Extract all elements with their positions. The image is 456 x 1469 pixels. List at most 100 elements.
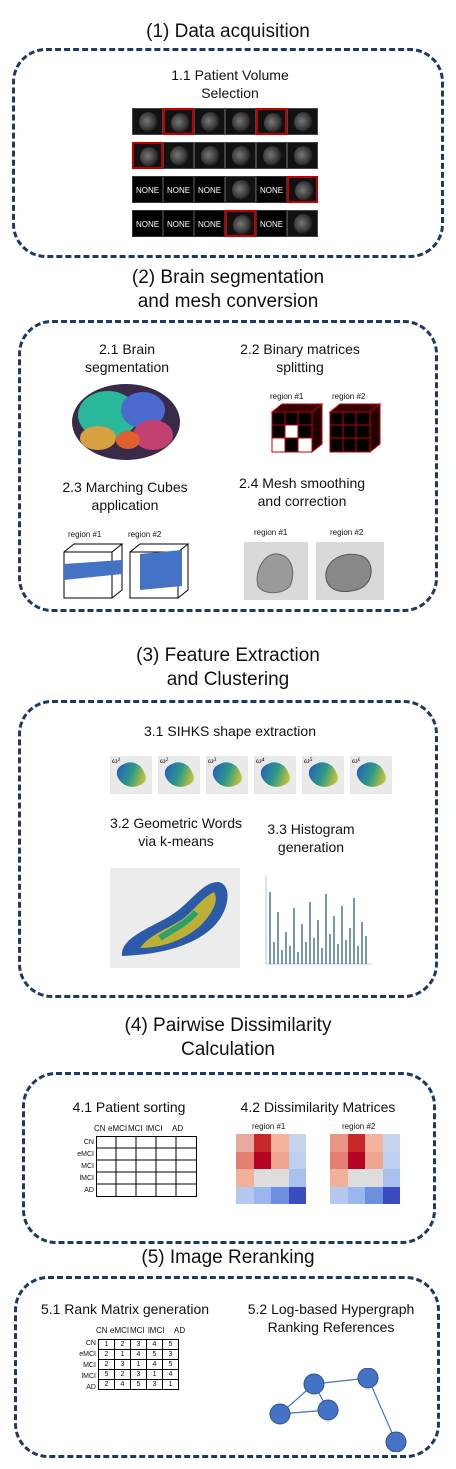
rank-cell: 1 — [98, 1339, 115, 1350]
section-3-box — [18, 700, 438, 998]
heatmap-region-1-label: region #1 — [252, 1122, 286, 1131]
rank-cell: 4 — [146, 1359, 163, 1370]
none-cell: NONE — [163, 176, 194, 203]
step-4-1-label: 4.1 Patient sorting — [72, 1099, 186, 1115]
rank-cell: 3 — [146, 1379, 163, 1390]
step-2-3-label: 2.3 Marching Cubes application — [62, 479, 188, 513]
graph-node — [269, 1403, 291, 1425]
binary-matrices-cubes — [270, 402, 382, 454]
graph-node — [357, 1368, 379, 1389]
rank-cell: 4 — [130, 1349, 147, 1360]
mri-slice-selected — [287, 176, 318, 203]
row-label: eMCI — [77, 1151, 94, 1158]
mri-slice — [287, 142, 318, 169]
mri-slice — [194, 108, 225, 135]
brain-segmentation-image — [72, 384, 180, 460]
section-3-title-line1: (3) Feature Extraction — [136, 645, 320, 666]
marching-cubes-diagram — [63, 543, 190, 599]
rank-cell: 5 — [130, 1379, 147, 1390]
mri-slice — [287, 108, 318, 135]
section-4-title-line2: Calculation — [181, 1039, 275, 1060]
rank-row-label: MCI — [83, 1362, 96, 1369]
col-header: CN — [96, 1326, 108, 1335]
section-3-title-line2: and Clustering — [166, 669, 290, 690]
mri-slice — [132, 108, 163, 135]
col-header: lMCI — [148, 1326, 165, 1335]
rank-column-headers: CN eMCI MCI lMCI AD — [96, 1326, 196, 1336]
sihks-thumbnail: ω⁵ — [302, 756, 344, 794]
graph-node — [317, 1399, 339, 1421]
none-cell: NONE — [163, 210, 194, 237]
geometric-words-mesh — [110, 868, 240, 968]
mri-slice — [163, 142, 194, 169]
section-2-box — [18, 320, 438, 612]
rank-cell: 3 — [162, 1349, 179, 1360]
rank-row-label: lMCI — [81, 1373, 96, 1380]
sihks-thumbnail: ω⁶ — [350, 756, 392, 794]
row-label: lMCI — [79, 1175, 94, 1182]
empty-sorting-grid — [96, 1136, 197, 1197]
rank-cell: 1 — [114, 1349, 131, 1360]
omega-3-label: ω³ — [208, 756, 217, 765]
step-5-2-label: 5.2 Log-based Hypergraph Ranking Referen… — [247, 1301, 415, 1335]
col-header: AD — [172, 1124, 184, 1133]
cube-region-2-label: region #2 — [332, 392, 366, 401]
smoothed-mesh-images — [244, 542, 384, 600]
rank-row-label: eMCI — [79, 1351, 96, 1358]
sorting-column-headers: CN eMCI MCI lMCI AD — [94, 1124, 194, 1134]
rank-cell: 3 — [130, 1339, 147, 1350]
rank-row-label: CN — [85, 1340, 96, 1347]
mri-slice — [256, 142, 287, 169]
mri-slice — [194, 142, 225, 169]
histogram-image — [256, 872, 376, 972]
rank-cell: 2 — [98, 1359, 115, 1370]
step-3-2-label: 3.2 Geometric Words via k-means — [109, 815, 242, 849]
step-2-2-label: 2.2 Binary matrices splitting — [240, 341, 360, 375]
graph-node — [385, 1431, 407, 1452]
rank-cell: 3 — [114, 1359, 131, 1370]
col-header: eMCI — [110, 1326, 130, 1335]
section-4-box — [22, 1072, 436, 1244]
omega-4-label: ω⁴ — [256, 756, 265, 765]
col-header: eMCI — [108, 1124, 128, 1133]
omega-2-label: ω² — [160, 756, 169, 765]
mri-slice-selected — [132, 142, 163, 169]
rank-cell: 5 — [162, 1339, 179, 1350]
rank-cell: 5 — [162, 1359, 179, 1370]
row-label: MCI — [81, 1163, 94, 1170]
sihks-thumbnail: ω¹ — [110, 756, 152, 794]
mesh-region-2-label: region #2 — [330, 528, 364, 537]
rank-cell: 1 — [146, 1369, 163, 1380]
rank-cell: 2 — [98, 1379, 115, 1390]
rank-cell: 2 — [98, 1349, 115, 1360]
step-1-1-label: 1.1 Patient Volume Selection — [171, 67, 289, 101]
mri-slice — [225, 176, 256, 203]
mri-grid: NONE NONE NONE NONE NONE NONE NONE NONE — [132, 108, 322, 243]
mri-slice-selected — [256, 108, 287, 135]
dissimilarity-heatmap-2 — [330, 1134, 400, 1204]
hypergraph-diagram — [269, 1368, 407, 1452]
mesh-region-1-label: region #1 — [254, 528, 288, 537]
rank-cell: 1 — [130, 1359, 147, 1370]
mc-region-2-label: region #2 — [128, 530, 162, 539]
mri-slice — [287, 210, 318, 237]
step-3-1-label: 3.1 SIHKS shape extraction — [144, 723, 316, 739]
rank-cell: 5 — [98, 1369, 115, 1380]
rank-cell: 1 — [162, 1379, 179, 1390]
dissimilarity-heatmap-1 — [236, 1134, 306, 1204]
mc-region-1-label: region #1 — [68, 530, 102, 539]
none-cell: NONE — [194, 210, 225, 237]
sihks-thumbnail: ω² — [158, 756, 200, 794]
col-header: AD — [174, 1326, 186, 1335]
step-3-3-label: 3.3 Histogram generation — [267, 821, 355, 855]
col-header: MCI — [128, 1124, 143, 1133]
heatmap-region-2-label: region #2 — [342, 1122, 376, 1131]
omega-5-label: ω⁵ — [304, 756, 313, 765]
rank-cell: 4 — [146, 1339, 163, 1350]
